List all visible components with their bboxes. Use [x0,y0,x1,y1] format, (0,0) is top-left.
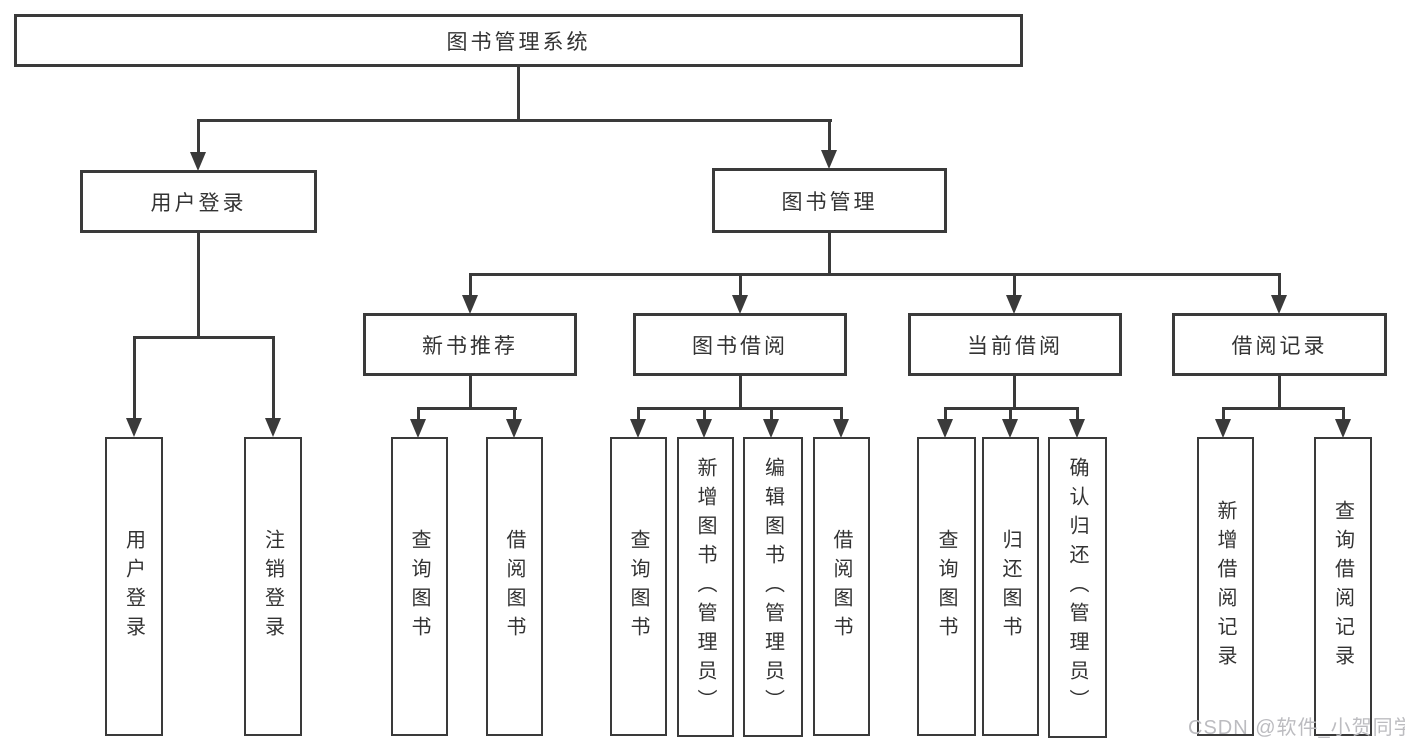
node-bb-borrow-book: 借阅图书 [813,437,870,736]
connector-line [637,409,640,420]
connector-line [417,407,517,410]
connector-line [197,121,200,153]
arrow-down-icon [410,419,426,438]
connector-line [840,409,843,420]
node-current-borrow: 当前借阅 [908,313,1122,376]
connector-line [1278,275,1281,296]
connector-line [739,376,742,409]
arrow-down-icon [696,419,712,438]
arrow-down-icon [190,152,206,171]
arrow-down-icon [821,150,837,169]
connector-line [1222,407,1345,410]
arrow-down-icon [1335,419,1351,438]
connector-line [133,338,136,419]
node-login: 用户登录 [80,170,317,233]
connector-line [517,67,520,121]
connector-line [770,409,773,420]
arrow-down-icon [506,419,522,438]
connector-line [828,233,831,275]
arrow-down-icon [1215,419,1231,438]
connector-line [1222,409,1225,420]
arrow-down-icon [1002,419,1018,438]
connector-line [197,233,200,338]
node-bb-query-book: 查询图书 [610,437,667,736]
connector-line [944,409,947,420]
node-borrow-records: 借阅记录 [1172,313,1387,376]
connector-line [637,407,843,410]
connector-line [739,275,742,296]
node-br-query-record: 查询借阅记录 [1314,437,1372,736]
connector-line [1342,409,1345,420]
node-bb-edit-book: 编辑图书（管理员） [743,437,803,737]
node-nb-query-book: 查询图书 [391,437,448,736]
connector-line [469,275,472,296]
connector-line [1009,409,1012,420]
connector-line [469,376,472,409]
arrow-down-icon [1006,295,1022,314]
node-cb-return-book: 归还图书 [982,437,1039,736]
arrow-down-icon [462,295,478,314]
node-cb-confirm-return: 确认归还（管理员） [1048,437,1107,738]
arrow-down-icon [126,418,142,437]
connector-line [1013,275,1016,296]
node-user-login: 用户登录 [105,437,163,736]
arrow-down-icon [630,419,646,438]
node-nb-borrow-book: 借阅图书 [486,437,543,736]
node-book-management: 图书管理 [712,168,947,233]
connector-line [703,409,706,420]
node-cb-query-book: 查询图书 [917,437,976,736]
arrow-down-icon [1271,295,1287,314]
node-library-system: 图书管理系统 [14,14,1023,67]
node-logout: 注销登录 [244,437,302,736]
node-book-borrow: 图书借阅 [633,313,847,376]
connector-line [197,119,832,122]
node-bb-add-book: 新增图书（管理员） [677,437,734,737]
arrow-down-icon [1069,419,1085,438]
connector-line [1278,376,1281,409]
arrow-down-icon [763,419,779,438]
arrow-down-icon [937,419,953,438]
connector-line [1013,376,1016,409]
arrow-down-icon [732,295,748,314]
connector-line [417,409,420,420]
connector-line [1076,409,1079,420]
connector-line [133,336,275,339]
connector-line [469,273,1281,276]
connector-line [828,121,831,151]
connector-line [272,338,275,419]
connector-line [944,407,1079,410]
node-br-add-record: 新增借阅记录 [1197,437,1254,736]
connector-line [513,409,516,420]
node-new-book-recommend: 新书推荐 [363,313,577,376]
watermark: CSDN @软件_小贺同学 [1188,717,1405,739]
arrow-down-icon [265,418,281,437]
arrow-down-icon [833,419,849,438]
